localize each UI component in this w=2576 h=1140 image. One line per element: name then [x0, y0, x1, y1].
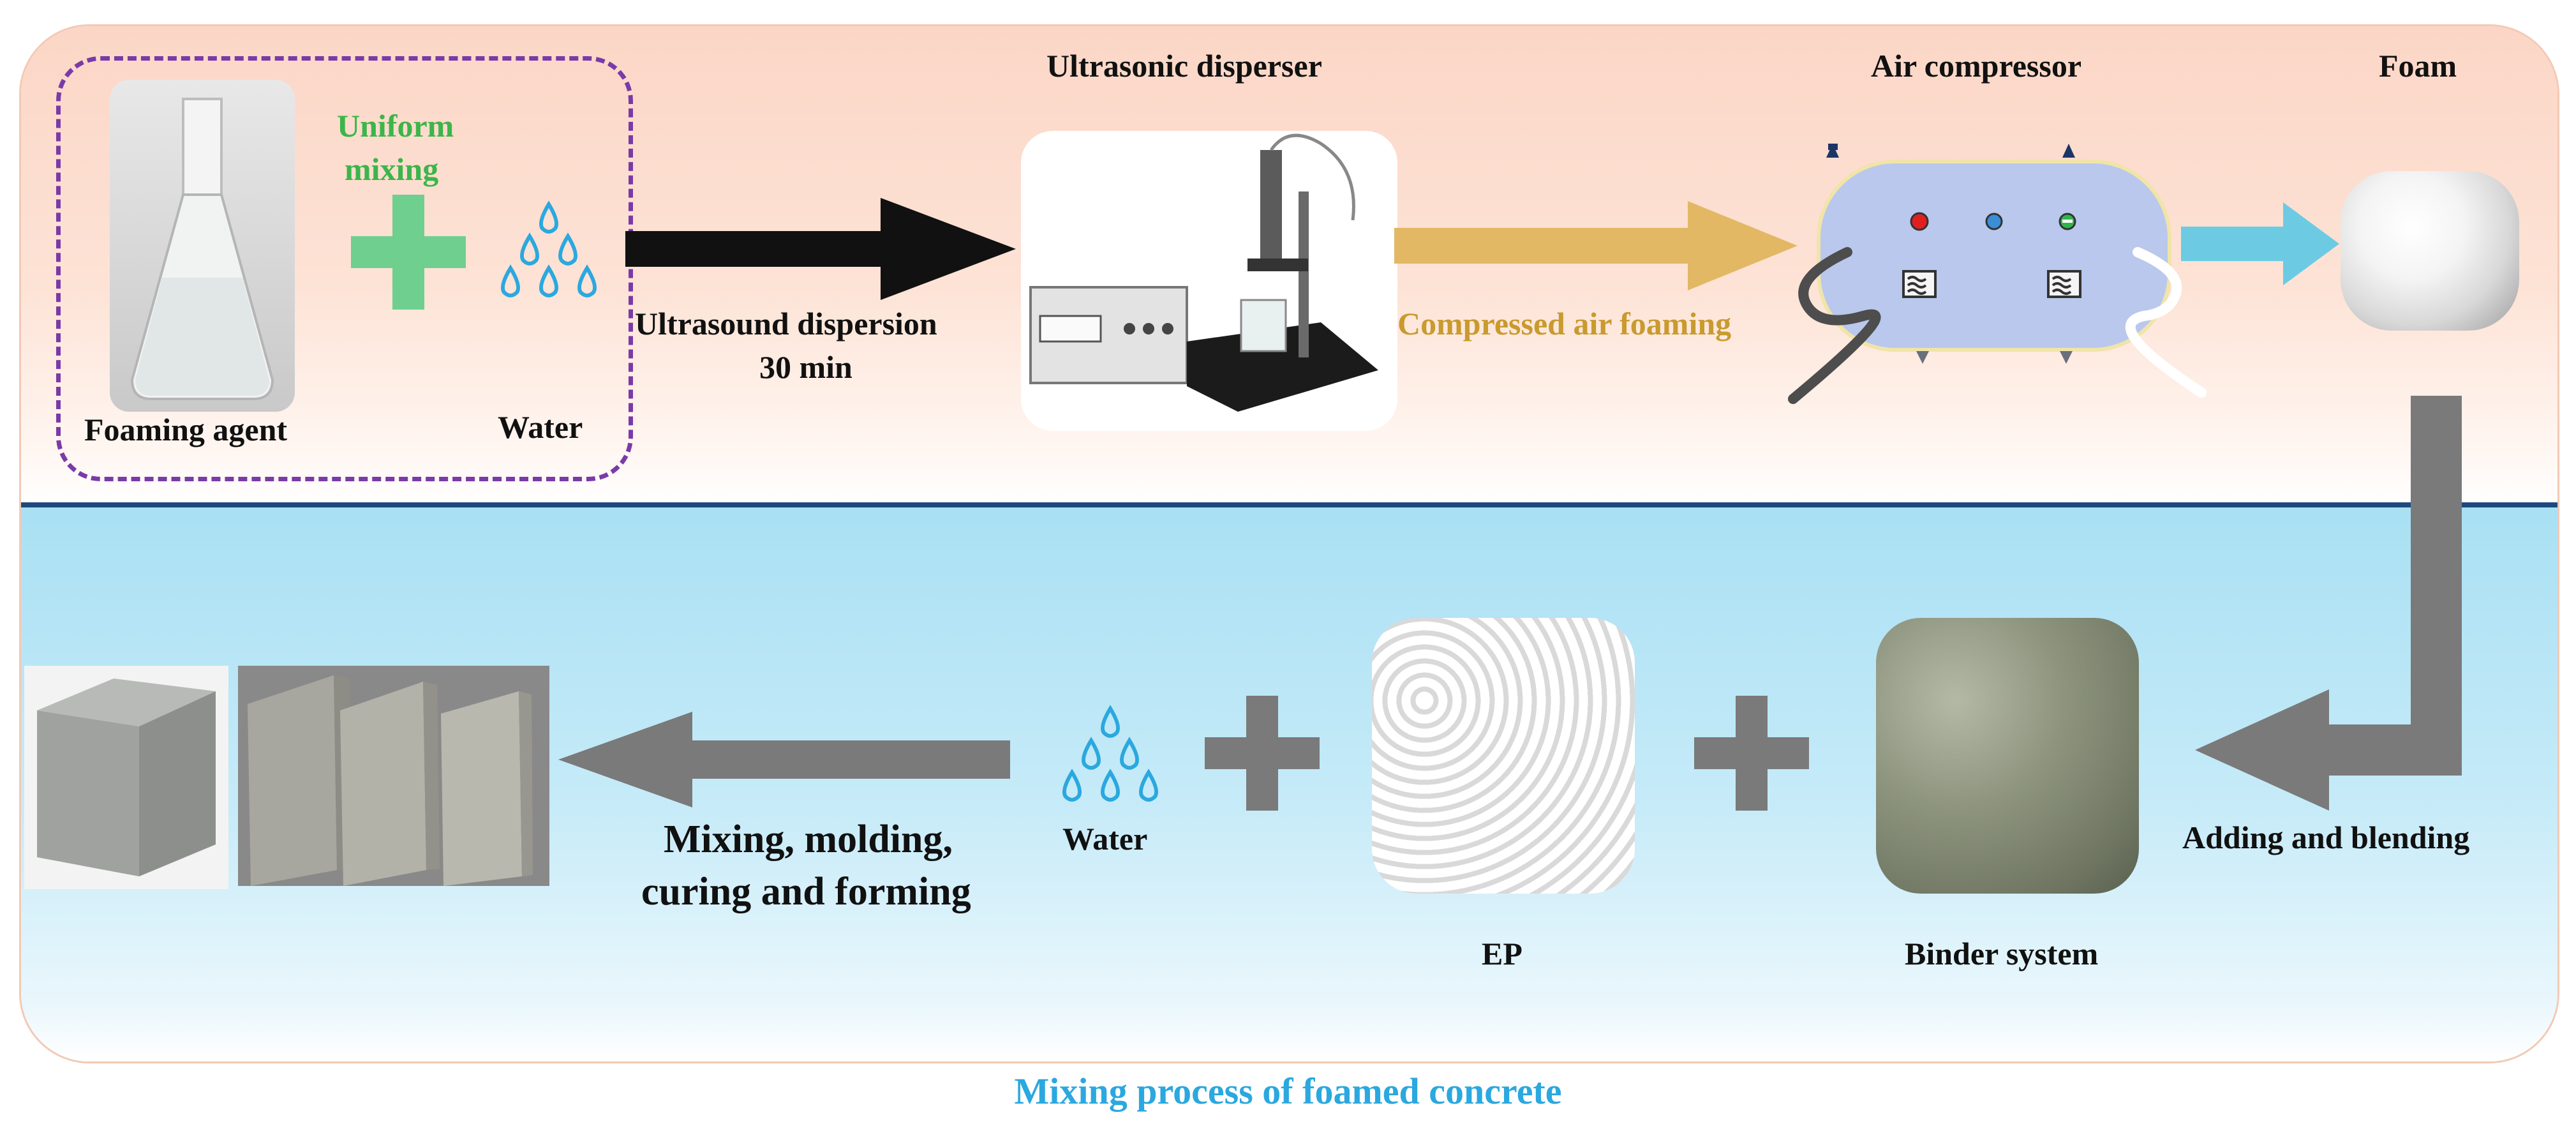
- air-compressor-icon: [1788, 144, 2207, 404]
- ultrasound-dispersion-label-1: Ultrasound dispersion: [635, 306, 937, 341]
- section-divider: [21, 502, 2557, 507]
- ultrasound-arrow: [625, 198, 1016, 300]
- foam-icon: [2341, 171, 2519, 331]
- adding-and-blending-label: Adding and blending: [2182, 820, 2470, 855]
- ultrasonic-disperser-label: Ultrasonic disperser: [1046, 48, 1322, 84]
- plus-icon: [351, 195, 466, 310]
- uniform-mixing-label-1: Uniform: [337, 108, 454, 144]
- plus-icon-2: [1694, 696, 1809, 811]
- diagram-caption: Mixing process of foamed concrete: [1014, 1070, 1562, 1112]
- concrete-blocks-icon: [24, 666, 228, 889]
- concrete-panels-icon: [238, 666, 549, 886]
- ultrasound-dispersion-label-2: 30 min: [759, 349, 852, 385]
- plus-icon-3: [1205, 696, 1320, 811]
- adding-blending-arrow: [2195, 396, 2462, 811]
- compressed-air-foaming-label: Compressed air foaming: [1397, 306, 1732, 341]
- binder-system-label: Binder system: [1905, 936, 2099, 971]
- foam-label: Foam: [2379, 48, 2457, 84]
- mixing-label-2: curing and forming: [641, 870, 971, 913]
- water-drops-icon-2: [1062, 705, 1158, 802]
- uniform-mixing-label-2: mixing: [345, 151, 439, 187]
- mixing-arrow: [558, 712, 1010, 807]
- flask-icon: [110, 80, 295, 412]
- air-compressor-label: Air compressor: [1871, 48, 2082, 84]
- foaming-agent-label: Foaming agent: [84, 412, 288, 447]
- ultrasonic-device-icon: [1021, 131, 1397, 431]
- raw-materials-box: [56, 56, 633, 481]
- ep-label: EP: [1482, 936, 1523, 971]
- ep-granules-icon: [1372, 618, 1635, 894]
- water-label-bottom: Water: [1062, 821, 1148, 857]
- foam-arrow: [2181, 202, 2339, 285]
- water-label-top: Water: [498, 409, 583, 445]
- compressed-air-arrow: [1394, 201, 1798, 290]
- water-drops-icon: [501, 200, 597, 297]
- mixing-label-1: Mixing, molding,: [664, 818, 953, 861]
- binder-icon: [1876, 618, 2139, 894]
